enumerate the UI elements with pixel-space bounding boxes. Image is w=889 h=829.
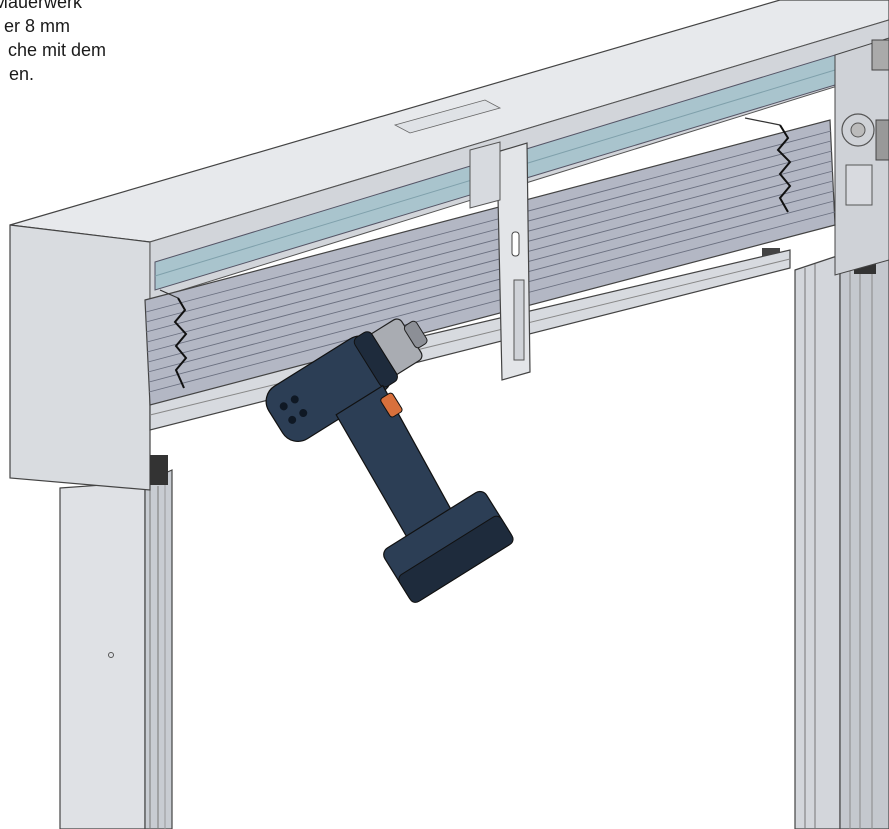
pleated-blind — [144, 117, 836, 406]
instruction-line-1: Mauerwerk — [0, 0, 83, 12]
instruction-line-3: che mit dem — [8, 40, 107, 60]
left-wall-post — [59, 469, 173, 829]
right-guide-rail — [762, 234, 889, 829]
instruction-line-4: en. — [9, 64, 35, 84]
cordless-drill-icon — [265, 318, 514, 603]
instruction-line-2: er 8 mm — [4, 16, 71, 36]
instruction-text: Mauerwerk er 8 mm che mit dem en. — [0, 0, 190, 86]
mounting-bracket — [469, 141, 531, 381]
